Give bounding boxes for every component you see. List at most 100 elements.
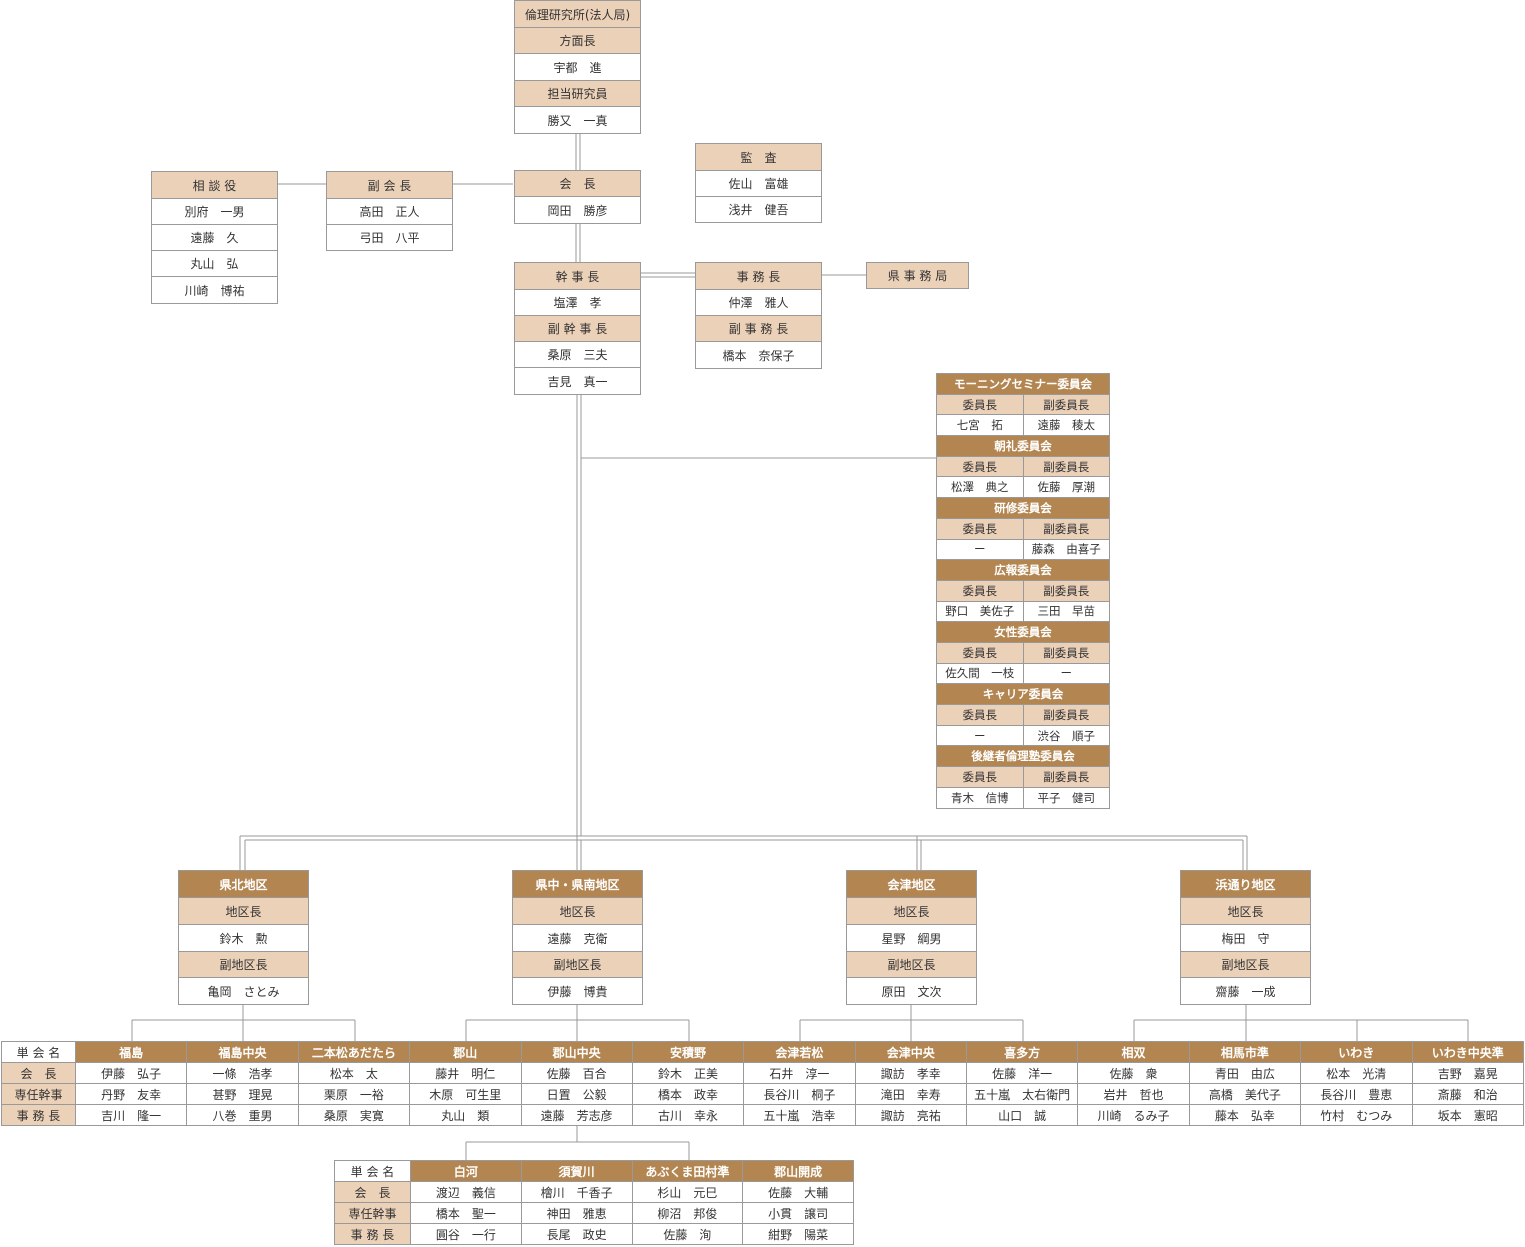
unit-name: 安積野 <box>631 1041 745 1063</box>
vice-chair-name: 三田 早苗 <box>1037 604 1096 619</box>
district-vice-name: 亀岡 さとみ <box>179 978 308 1004</box>
unit-person: 五十嵐 太右衛門 <box>965 1083 1079 1105</box>
unit-header-row: 単 会 名福島福島中央二本松あだたら郡山郡山中央安積野会津若松会津中央喜多方相双… <box>1 1041 1524 1063</box>
unit-person: 長尾 政史 <box>520 1223 633 1245</box>
district-head-name: 鈴木 勲 <box>179 925 308 952</box>
district-box: 県北地区 地区長 鈴木 勲 副地区長 亀岡 さとみ <box>178 870 309 1005</box>
hq-director-name: 宇都 進 <box>515 54 640 81</box>
unit-role-row: 専任幹事丹野 友幸甚野 理晃栗原 一裕木原 可生里日置 公毅橋本 政幸長谷川 桐… <box>1 1083 1524 1105</box>
vice-chair-name: 遠藤 稜太 <box>1037 418 1096 433</box>
district-vice-name: 齋藤 一成 <box>1181 978 1310 1004</box>
unit-name: 白河 <box>410 1160 522 1182</box>
unit-role-label: 事 務 長 <box>1 1104 76 1126</box>
committee-name: 後継者倫理塾委員会 <box>937 746 1109 768</box>
district-vice-name: 原田 文次 <box>847 978 976 1004</box>
committee-members: ー藤森 由喜子 <box>937 539 1109 561</box>
vice-chair-label: 副委員長 <box>1043 459 1090 474</box>
unit-person: 紺野 陽菜 <box>742 1223 854 1245</box>
unit-person: 檜川 千香子 <box>520 1181 633 1203</box>
unit-person: 松本 太 <box>297 1062 411 1084</box>
committee-name: 研修委員会 <box>937 498 1109 519</box>
auditor-name: 佐山 富雄 <box>696 171 821 197</box>
unit-name: 会津若松 <box>743 1041 856 1063</box>
chair-name: 野口 美佐子 <box>937 601 1024 622</box>
vice-office-manager-name: 橋本 奈保子 <box>696 342 821 368</box>
district-head-label: 地区長 <box>1181 898 1310 925</box>
chair-label: 委員長 <box>937 518 1024 539</box>
unit-person: 日置 公毅 <box>520 1083 633 1105</box>
vice-chair-label: 副委員長 <box>1043 397 1090 412</box>
unit-person: 丸山 類 <box>409 1104 522 1126</box>
committee-labels: 委員長副委員長 <box>937 580 1109 602</box>
unit-name: 喜多方 <box>965 1041 1079 1063</box>
advisor-name: 別府 一男 <box>152 199 277 225</box>
committee-labels: 委員長副委員長 <box>937 394 1109 416</box>
district-box: 県中・県南地区 地区長 遠藤 克衛 副地区長 伊藤 博貴 <box>512 870 643 1005</box>
unit-name: 郡山開成 <box>742 1160 854 1182</box>
unit-role-label: 専任幹事 <box>334 1202 411 1224</box>
unit-role-row: 事 務 長圓谷 一行長尾 政史佐藤 洵紺野 陽菜 <box>334 1223 854 1245</box>
secretary-general-title: 幹 事 長 <box>515 263 640 290</box>
unit-name: 福島中央 <box>186 1041 299 1063</box>
unit-person: 斎藤 和治 <box>1411 1083 1524 1105</box>
committee-members: 七宮 拓遠藤 稜太 <box>937 415 1109 437</box>
secretary-general-name: 塩澤 孝 <box>515 290 640 316</box>
chair-name: 七宮 拓 <box>937 415 1024 436</box>
chair-label: 委員長 <box>937 767 1024 787</box>
advisor-name: 遠藤 久 <box>152 225 277 251</box>
unit-person: 吉野 嘉晃 <box>1411 1062 1524 1084</box>
district-vice-label: 副地区長 <box>179 952 308 978</box>
district-head-label: 地区長 <box>847 898 976 925</box>
unit-person: 五十嵐 浩幸 <box>743 1104 856 1126</box>
unit-header-row: 単 会 名白河須賀川あぶくま田村準郡山開成 <box>334 1160 854 1182</box>
unit-person: 伊藤 弘子 <box>74 1062 188 1084</box>
committee-labels: 委員長副委員長 <box>937 518 1109 540</box>
vice-chair-label: 副委員長 <box>1043 583 1090 598</box>
unit-person: 諏訪 孝幸 <box>854 1062 968 1084</box>
unit-person: 栗原 一裕 <box>297 1083 411 1105</box>
district-box: 会津地区 地区長 星野 綱男 副地区長 原田 文次 <box>846 870 977 1005</box>
president-title: 会 長 <box>515 171 640 197</box>
auditor-title: 監 査 <box>696 144 821 171</box>
unit-person: 川崎 るみ子 <box>1077 1104 1190 1126</box>
vice-president-name: 高田 正人 <box>327 199 452 225</box>
unit-name: 相双 <box>1077 1041 1190 1063</box>
committee-labels: 委員長副委員長 <box>937 705 1109 726</box>
district-vice-label: 副地区長 <box>847 952 976 978</box>
unit-person: 石井 淳一 <box>743 1062 856 1084</box>
unit-person: 坂本 憲昭 <box>1411 1104 1524 1126</box>
unit-table: 単 会 名福島福島中央二本松あだたら郡山郡山中央安積野会津若松会津中央喜多方相双… <box>1 1041 1524 1126</box>
committee-name: 朝礼委員会 <box>937 436 1109 457</box>
committee-members: 野口 美佐子三田 早苗 <box>937 601 1109 623</box>
unit-person: 藤井 明仁 <box>409 1062 522 1084</box>
unit-person: 山口 誠 <box>965 1104 1079 1126</box>
committee-members: 青木 信博平子 健司 <box>937 787 1109 809</box>
unit-name: いわき中央準 <box>1411 1041 1524 1063</box>
district-vice-name: 伊藤 博貴 <box>513 978 642 1004</box>
unit-person: 佐藤 大輔 <box>742 1181 854 1203</box>
unit-name: あぶくま田村準 <box>631 1160 744 1182</box>
vice-chair-name: ー <box>1060 666 1073 681</box>
vice-president-box: 副 会 長 高田 正人 弓田 八平 <box>326 171 453 251</box>
unit-person: 滝田 幸寿 <box>854 1083 968 1105</box>
chair-name: ー <box>937 539 1024 560</box>
unit-person: 青田 由広 <box>1188 1062 1302 1084</box>
hq-org: 倫理研究所(法人局) <box>515 1 640 28</box>
unit-person: 佐藤 衆 <box>1077 1062 1190 1084</box>
district-head-name: 星野 綱男 <box>847 925 976 952</box>
unit-person: 古川 幸永 <box>631 1104 745 1126</box>
committee-labels: 委員長副委員長 <box>937 767 1109 788</box>
unit-name-label: 単 会 名 <box>334 1160 411 1182</box>
unit-person: 一條 浩孝 <box>186 1062 299 1084</box>
vice-president-title: 副 会 長 <box>327 172 452 199</box>
district-head-label: 地区長 <box>513 898 642 925</box>
committees-panel: モーニングセミナー委員会 委員長副委員長 七宮 拓遠藤 稜太 朝礼委員会 委員長… <box>936 373 1110 810</box>
unit-person: 長谷川 豊恵 <box>1300 1083 1413 1105</box>
unit-person: 圓谷 一行 <box>410 1223 522 1245</box>
district-head-label: 地区長 <box>179 898 308 925</box>
secretary-general-box: 幹 事 長 塩澤 孝 副 幹 事 長 桑原 三夫 吉見 真一 <box>514 262 641 395</box>
unit-person: 橋本 政幸 <box>631 1083 745 1105</box>
unit-person: 吉川 隆一 <box>74 1104 188 1126</box>
hq-director-title: 方面長 <box>515 28 640 54</box>
district-vice-label: 副地区長 <box>513 952 642 978</box>
